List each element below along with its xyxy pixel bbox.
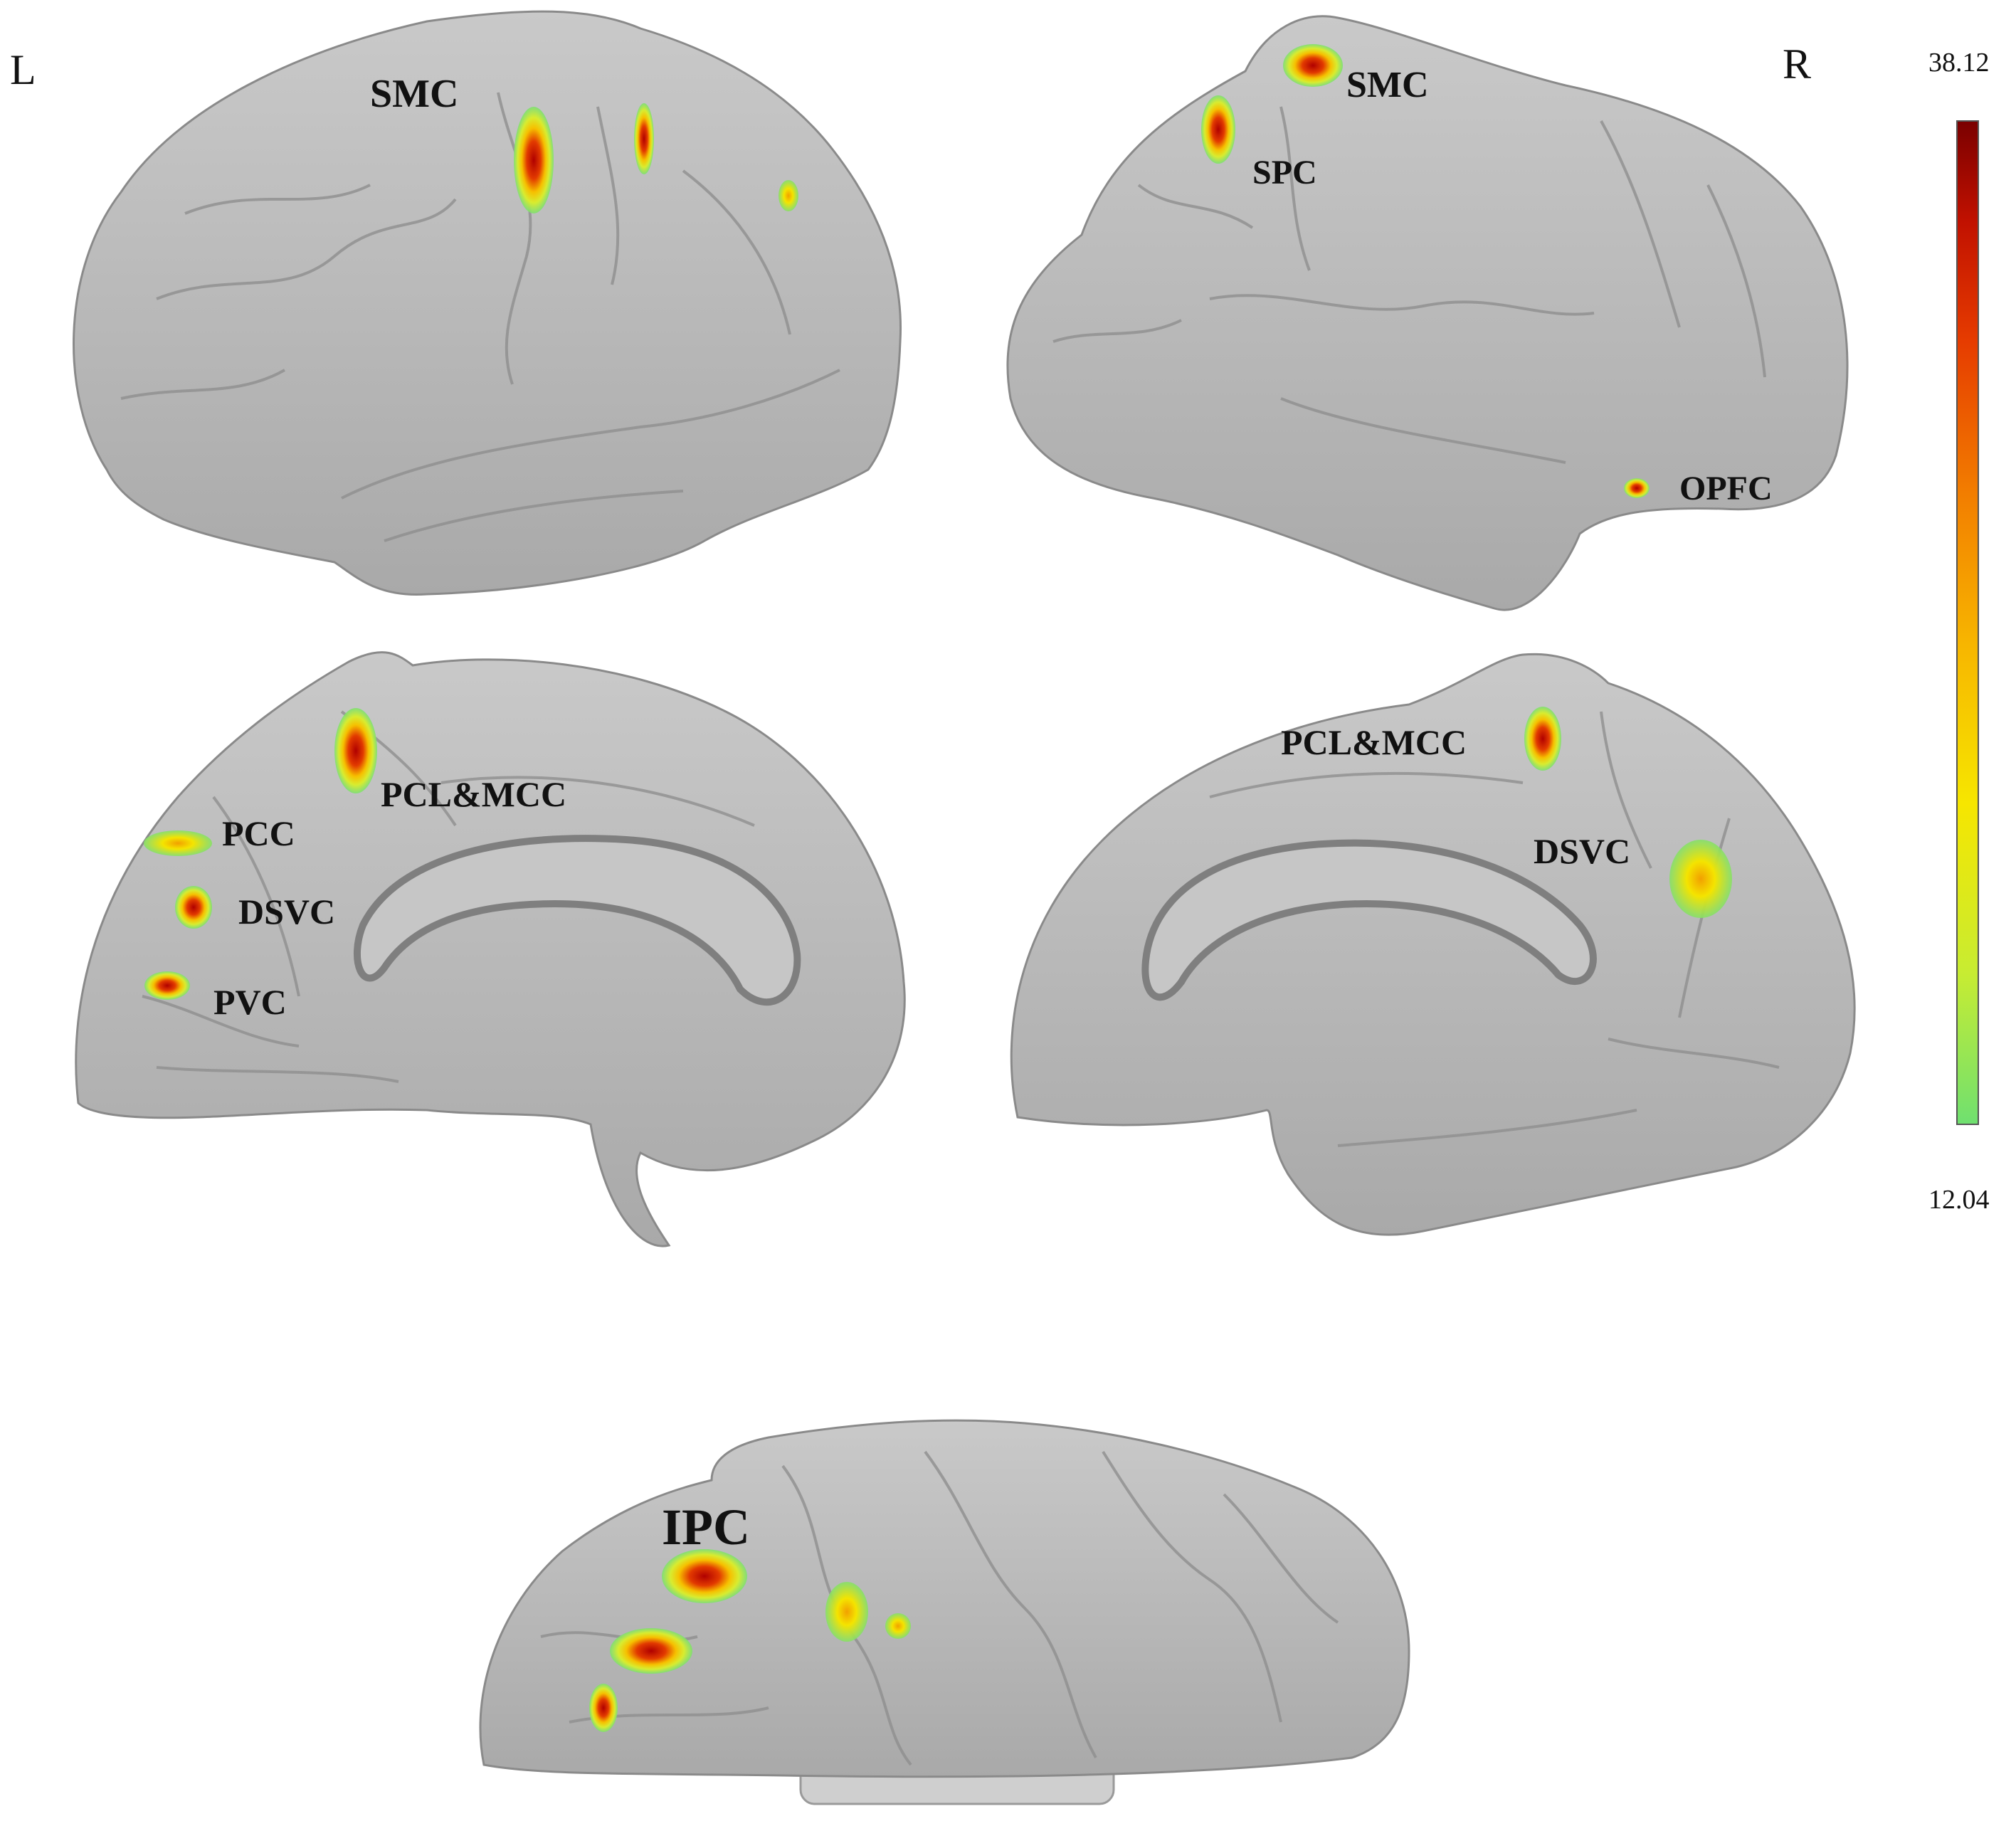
left-medial-sulci	[142, 710, 755, 1083]
right-medial-dsvc-activation	[1669, 840, 1732, 918]
left-medial-dsvc-activation	[175, 886, 212, 929]
ventral-view: IPC	[479, 1419, 1410, 1805]
left-medial-brain	[75, 651, 906, 1247]
right-medial-pcl-mcc-label: PCL&MCC	[1281, 722, 1467, 762]
ventral-brain	[479, 1419, 1410, 1778]
right-medial-pcl-mcc-activation	[1524, 707, 1561, 771]
right-lateral-spc-activation	[1201, 95, 1235, 164]
color-scale-min-label: 12.04	[1928, 1185, 1990, 1215]
left-lateral-activation-3	[779, 180, 798, 211]
right-lateral-smc-label: SMC	[1346, 65, 1429, 105]
left-medial-dsvc-label: DSVC	[238, 892, 335, 931]
right-medial-sulci	[1209, 711, 1780, 1147]
right-lateral-brain	[1006, 15, 1849, 611]
right-lateral-smc-activation	[1283, 44, 1343, 87]
ventral-ipc-label: IPC	[662, 1499, 750, 1556]
ventral-ipc-activation	[662, 1549, 747, 1603]
right-medial-dsvc-label: DSVC	[1534, 831, 1630, 871]
left-medial-corpus-callosum	[354, 835, 801, 1006]
right-medial-corpus-callosum	[1141, 839, 1597, 1001]
ventral-activation-4	[825, 1582, 868, 1642]
left-medial-view: PCL&MCC PCC DSVC PVC	[75, 651, 906, 1247]
left-lateral-smc-label: SMC	[370, 72, 458, 116]
left-medial-pcc-label: PCC	[222, 813, 295, 853]
ventral-activation-3	[589, 1684, 618, 1732]
right-lateral-spc-label: SPC	[1252, 154, 1317, 191]
right-lateral-opfc-label: OPFC	[1679, 470, 1773, 507]
left-medial-pcl-mcc-label: PCL&MCC	[381, 774, 566, 814]
left-lateral-view: SMC	[73, 10, 902, 596]
color-scale-bar	[1956, 120, 1979, 1125]
right-lateral-opfc-activation	[1624, 478, 1650, 498]
left-medial-pcl-mcc-activation	[334, 708, 377, 793]
left-lateral-sulci	[120, 92, 840, 542]
color-scale-max-label: 38.12	[1928, 48, 1990, 78]
right-medial-view: PCL&MCC DSVC	[1010, 653, 1856, 1236]
left-medial-pvc-activation	[144, 971, 190, 1000]
ventral-activation-2	[610, 1628, 692, 1674]
right-hemisphere-label: R	[1783, 41, 1811, 88]
right-medial-brain	[1010, 653, 1856, 1236]
right-lateral-sulci	[1052, 106, 1766, 464]
left-lateral-smc-activation-2	[634, 103, 654, 174]
left-lateral-brain	[73, 10, 902, 596]
left-lateral-smc-activation	[514, 107, 554, 213]
left-medial-pvc-label: PVC	[213, 982, 287, 1022]
left-hemisphere-label: L	[10, 46, 36, 93]
left-medial-pcc-activation	[144, 830, 212, 856]
right-lateral-view: SMC SPC OPFC	[1006, 15, 1849, 611]
ventral-activation-5	[885, 1613, 911, 1639]
color-scale: 38.12 12.04	[1928, 48, 1990, 1215]
